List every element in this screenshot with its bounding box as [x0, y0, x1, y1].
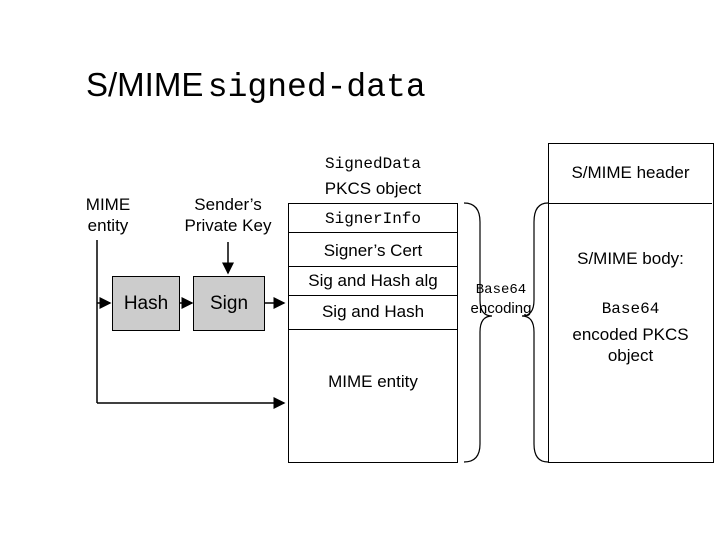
signer-info-divider: [289, 232, 457, 233]
base64-encoding-mono: Base64: [475, 282, 527, 298]
left-brace: [463, 202, 493, 463]
sig-hash-alg-divider: [289, 295, 457, 296]
sig-and-hash-divider: [289, 329, 457, 330]
signer-info-label: SignerInfo: [324, 210, 421, 228]
title-smime: S/MIME: [86, 66, 204, 103]
sig-hash-alg-label: Sig and Hash alg: [308, 271, 438, 290]
title-signed-data: signed-data: [207, 69, 426, 106]
smime-body-base64: Base64: [601, 300, 660, 318]
pkcs-object-label: PKCS object: [324, 179, 422, 198]
pkcs-mime-entity-label: MIME entity: [328, 372, 418, 391]
smime-header-divider: [549, 203, 712, 204]
smime-box: S/MIME header S/MIME body: Base64 encode…: [548, 143, 714, 463]
right-brace: [521, 202, 549, 463]
signed-data-label: SignedData: [324, 155, 421, 173]
signers-cert-label: Signer’s Cert: [323, 241, 423, 260]
signers-cert-divider: [289, 266, 457, 267]
sign-box: Sign: [193, 276, 265, 331]
hash-box: Hash: [112, 276, 180, 331]
mime-entity-label: MIME entity: [85, 195, 131, 235]
pkcs-object-box: SignerInfo Signer’s Cert Sig and Hash al…: [288, 203, 458, 463]
smime-body-label: S/MIME body:: [577, 249, 684, 268]
smime-body-text: encoded PKCS object: [572, 325, 689, 365]
base64-encoding-sans: encoding: [470, 300, 532, 317]
sender-private-key-label: Sender’s Private Key: [184, 195, 272, 235]
page-title: S/MIME signed-data: [86, 66, 426, 106]
smime-header-label: S/MIME header: [571, 163, 690, 182]
sig-and-hash-label: Sig and Hash: [321, 302, 425, 321]
